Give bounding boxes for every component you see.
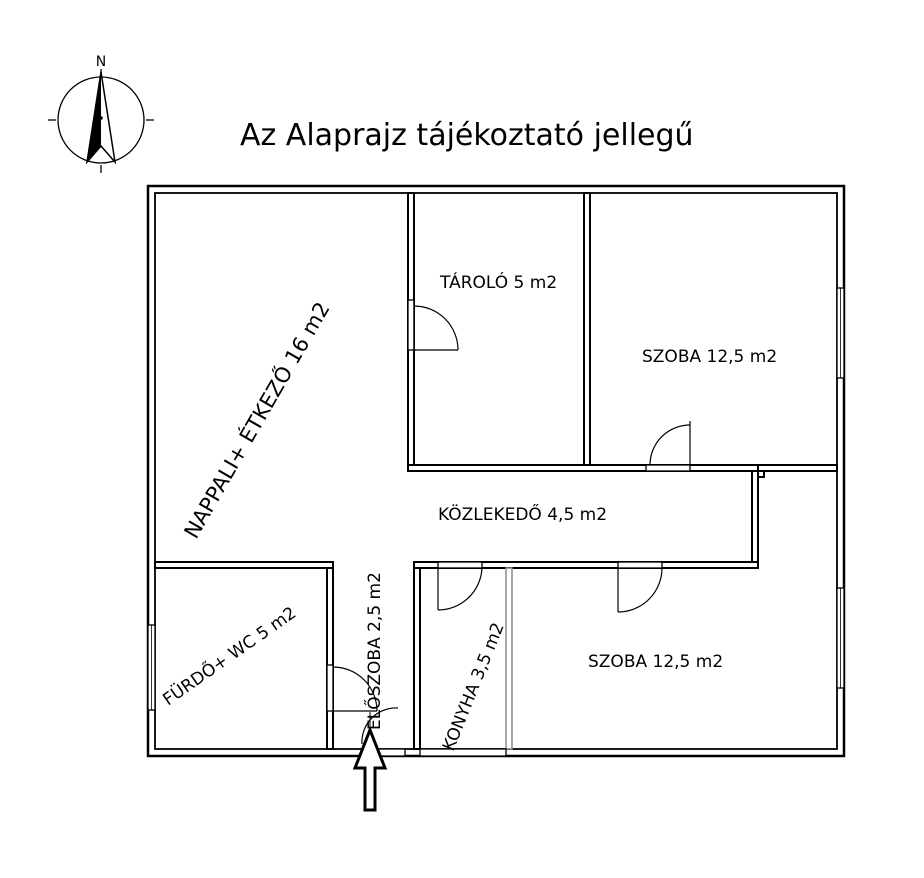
room-label-tarolo: TÁROLÓ 5 m2 <box>439 271 557 293</box>
plan-title: Az Alaprajz tájékoztató jellegű <box>240 118 694 153</box>
compass-icon <box>48 69 154 173</box>
entrance-arrow-icon <box>352 725 388 812</box>
room-label-kozlekedo: KÖZLEKEDŐ 4,5 m2 <box>438 503 607 525</box>
room-label-szoba-lower: SZOBA 12,5 m2 <box>588 652 723 672</box>
room-label-eloszoba: ELŐSZOBA 2,5 m2 <box>363 572 385 730</box>
compass-north-label: N <box>96 54 106 70</box>
doors <box>326 299 691 757</box>
windows <box>147 287 845 757</box>
room-label-szoba-upper: SZOBA 12,5 m2 <box>642 347 777 367</box>
